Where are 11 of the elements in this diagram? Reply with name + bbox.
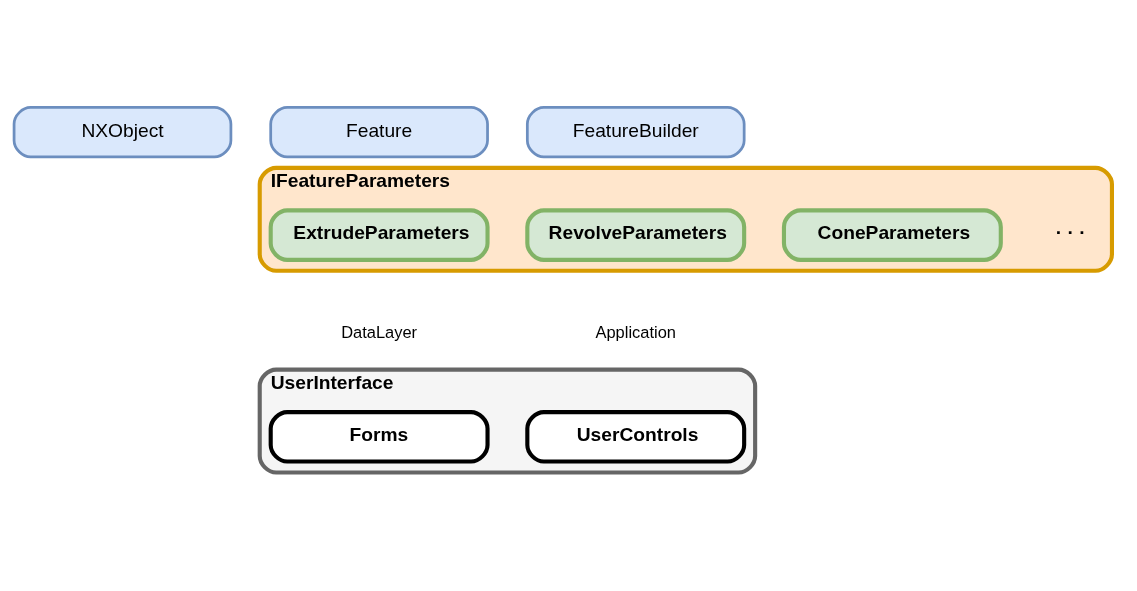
label: · · · bbox=[1055, 221, 1086, 243]
node-box: ConeParameters bbox=[781, 208, 1003, 262]
label: Application bbox=[595, 323, 676, 342]
node-box: ExtrudeParameters bbox=[268, 208, 490, 262]
node-box: NXObject bbox=[12, 106, 233, 159]
node-box: RevolveParameters bbox=[525, 208, 747, 262]
node-box: Forms bbox=[268, 410, 490, 464]
label: DataLayer bbox=[341, 323, 418, 342]
node-box: FeatureBuilder bbox=[525, 106, 746, 159]
node-box: Feature bbox=[269, 106, 489, 159]
node-box: UserControls bbox=[525, 410, 747, 464]
